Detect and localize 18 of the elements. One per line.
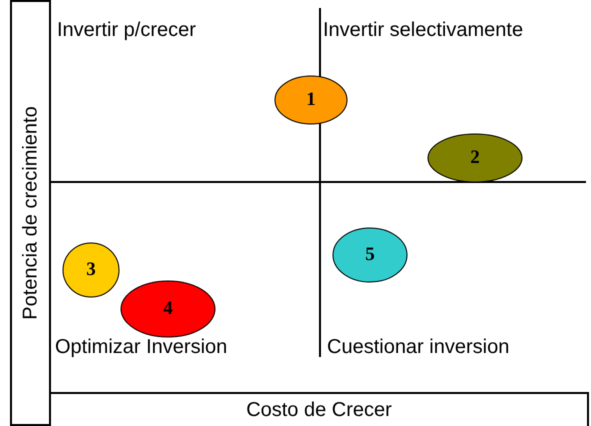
item-number: 4 [163,298,173,320]
item-number: 2 [470,147,480,169]
y-axis-label-bar [10,0,51,426]
quadrant-label: Cuestionar inversion [327,337,510,357]
item-number: 1 [306,89,316,111]
ellipse-marker [274,75,348,125]
ellipse-marker [427,133,523,183]
x-axis-label-bar [49,392,589,426]
quadrant-label: Optimizar Inversion [55,337,228,357]
item-number: 5 [365,244,375,266]
axis-title: Costo de Crecer [246,400,392,420]
ellipse-marker [120,280,216,338]
item-number: 3 [86,259,96,281]
quadrant-label: Invertir selectivamente [323,20,524,40]
ellipse-marker [62,242,120,298]
axis-title: Potencia de crecimiento [20,106,40,320]
ellipse-marker [332,227,408,283]
quadrant-label: Invertir p/crecer [57,20,196,40]
